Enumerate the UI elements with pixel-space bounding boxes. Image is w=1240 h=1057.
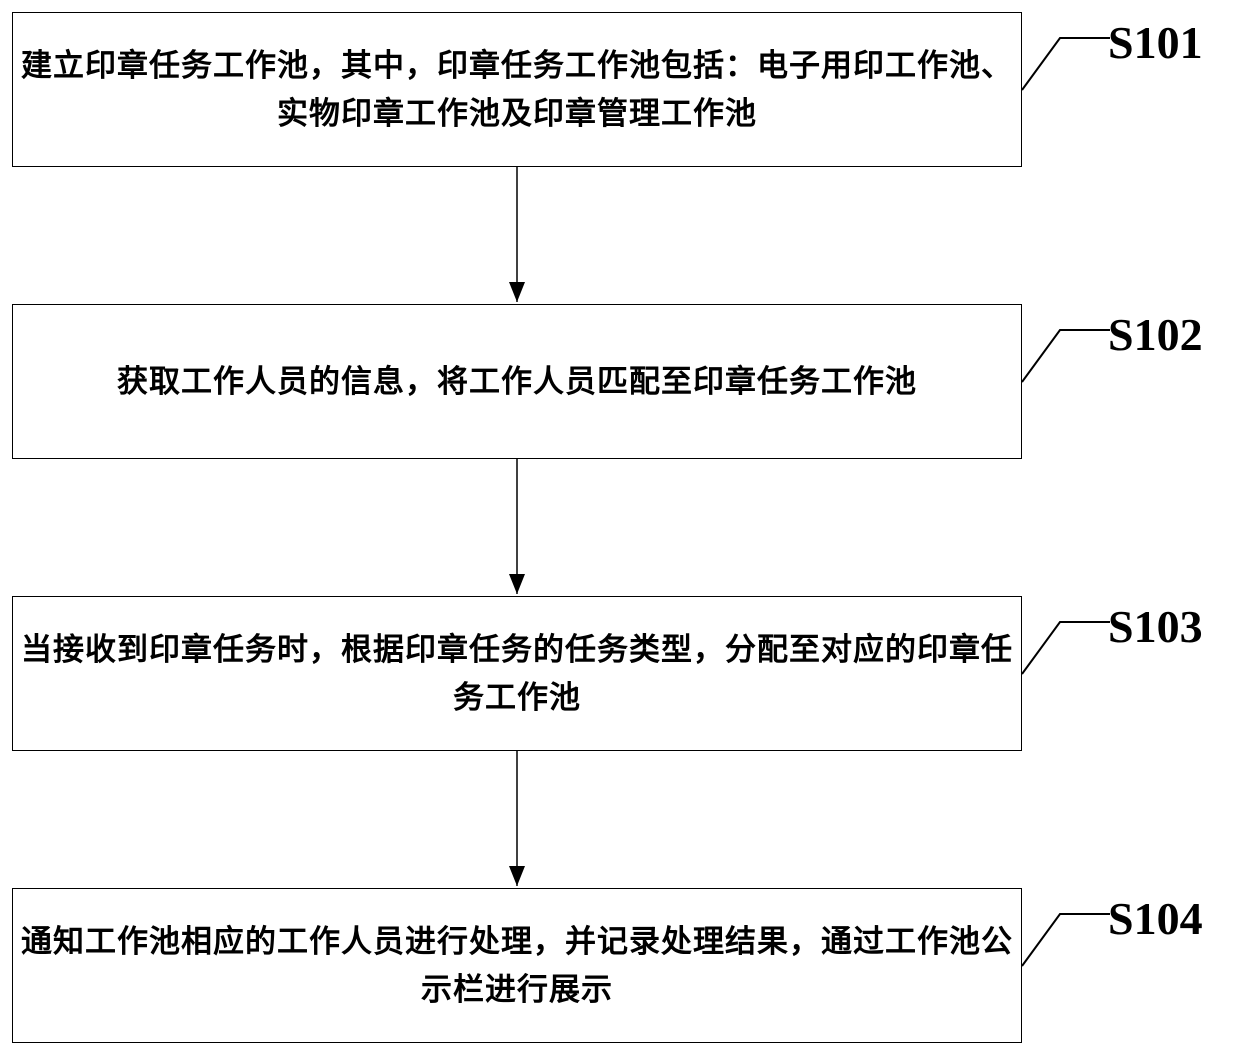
step-text-s104: 通知工作池相应的工作人员进行处理，并记录处理结果，通过工作池公示栏进行展示 — [21, 923, 1013, 1008]
step-label-s103: S103 — [1108, 601, 1203, 652]
leader-line-s101 — [1021, 37, 1110, 91]
step-label-s102: S102 — [1108, 309, 1203, 360]
step-text-s101: 建立印章任务工作池，其中，印章任务工作池包括：电子用印工作池、实物印章工作池及印… — [21, 47, 1013, 132]
arrowhead-s102 — [509, 282, 525, 302]
step-label-s104: S104 — [1108, 893, 1203, 944]
arrowhead-s103 — [509, 574, 525, 594]
step-box-s103: 当接收到印章任务时，根据印章任务的任务类型，分配至对应的印章任务工作池 — [12, 596, 1022, 751]
step-box-s101: 建立印章任务工作池，其中，印章任务工作池包括：电子用印工作池、实物印章工作池及印… — [12, 12, 1022, 167]
step-text-s102: 获取工作人员的信息，将工作人员匹配至印章任务工作池 — [117, 363, 917, 400]
step-box-s104: 通知工作池相应的工作人员进行处理，并记录处理结果，通过工作池公示栏进行展示 — [12, 888, 1022, 1043]
step-box-s102: 获取工作人员的信息，将工作人员匹配至印章任务工作池 — [12, 304, 1022, 459]
arrowhead-s104 — [509, 866, 525, 886]
leader-line-s102 — [1021, 329, 1110, 383]
step-text-s103: 当接收到印章任务时，根据印章任务的任务类型，分配至对应的印章任务工作池 — [21, 631, 1013, 716]
leader-line-s103 — [1021, 621, 1110, 675]
step-label-s101: S101 — [1108, 17, 1203, 68]
leader-line-s104 — [1021, 913, 1110, 967]
